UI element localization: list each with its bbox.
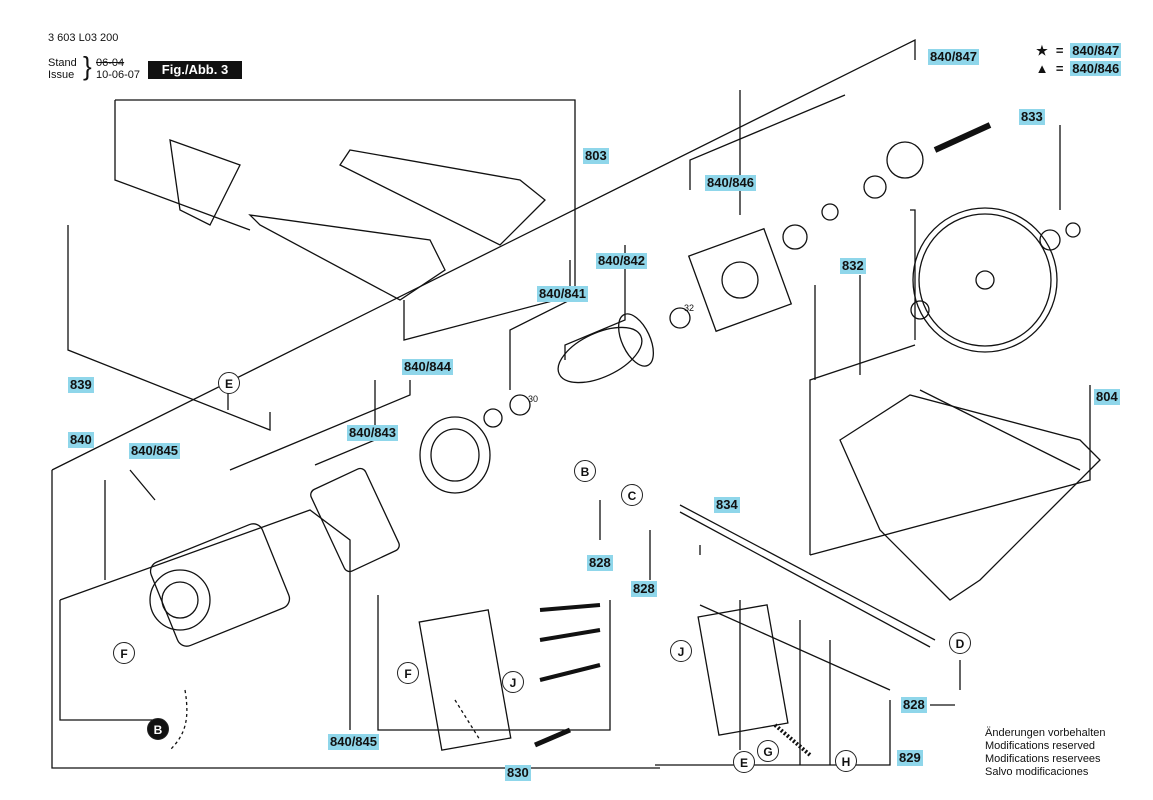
brace-icon: } xyxy=(83,51,92,81)
callout-840-841: 840/841 xyxy=(537,286,588,302)
note-de: Änderungen vorbehalten xyxy=(985,727,1106,739)
ref-letter-g: G xyxy=(757,740,779,762)
note-fr: Modifications reservees xyxy=(985,753,1101,765)
dimension-label-32: 32 xyxy=(684,303,695,313)
stand-label: Stand xyxy=(48,57,77,69)
callout-803: 803 xyxy=(583,148,609,164)
callout-834: 834 xyxy=(714,497,740,513)
callout-828-d: 828 xyxy=(901,697,927,713)
legend-row-star: ★ = 840/847 xyxy=(1036,43,1122,58)
frame-803-left xyxy=(114,100,251,231)
ref-letter-e-bottom: E xyxy=(733,751,755,773)
frame-803 xyxy=(115,99,576,341)
ref-letter-f-left: F xyxy=(113,642,135,664)
dimension-label-30: 30 xyxy=(528,394,539,404)
note-es: Salvo modificaciones xyxy=(985,766,1089,778)
ref-letter-e-top: E xyxy=(218,372,240,394)
ref-letter-h: H xyxy=(835,750,857,772)
frame-839 xyxy=(67,225,271,431)
legend-value: 840/847 xyxy=(1070,43,1122,58)
callout-840-843: 840/843 xyxy=(347,425,398,441)
ref-letter-f-mid: F xyxy=(397,662,419,684)
callout-832: 832 xyxy=(840,258,866,274)
frame-840-846 xyxy=(689,94,846,190)
ref-letter-j-mid: J xyxy=(502,671,524,693)
part-number: 3 603 L03 200 xyxy=(48,32,119,44)
callout-840: 840 xyxy=(68,432,94,448)
callout-840-845-bottom: 840/845 xyxy=(328,734,379,750)
note-en: Modifications reserved xyxy=(985,740,1096,752)
callout-804: 804 xyxy=(1094,389,1120,405)
callout-828-b: 828 xyxy=(587,555,613,571)
ref-letter-b: B xyxy=(574,460,596,482)
star-icon: ★ xyxy=(1036,43,1048,58)
issue-label: Issue xyxy=(48,69,75,81)
frame-840-left xyxy=(51,470,660,769)
modification-notes: Änderungen vorbehalten Modifications res… xyxy=(985,727,1105,779)
callout-840-846: 840/846 xyxy=(705,175,756,191)
ref-letter-j-right: J xyxy=(670,640,692,662)
callout-833: 833 xyxy=(1019,109,1045,125)
ref-letter-b-filled: B xyxy=(147,718,169,740)
callout-840-842: 840/842 xyxy=(596,253,647,269)
figure-label: Fig./Abb. 3 xyxy=(148,61,242,79)
callout-829: 829 xyxy=(897,750,923,766)
callout-840-847: 840/847 xyxy=(928,49,979,65)
ref-letter-d: D xyxy=(949,632,971,654)
issue-date: 10-06-07 xyxy=(96,69,141,81)
callout-840-844: 840/844 xyxy=(402,359,453,375)
ref-letter-c: C xyxy=(621,484,643,506)
triangle-icon: ▲ xyxy=(1035,61,1049,76)
callout-840-845-top: 840/845 xyxy=(129,443,180,459)
frame-840-top xyxy=(51,38,916,471)
callout-830: 830 xyxy=(505,765,531,781)
legend-row-triangle: ▲ = 840/846 xyxy=(1035,61,1122,76)
callout-839: 839 xyxy=(68,377,94,393)
legend-value: 840/846 xyxy=(1070,61,1122,76)
callout-828-c: 828 xyxy=(631,581,657,597)
stand-date: 06-04 xyxy=(96,57,125,69)
